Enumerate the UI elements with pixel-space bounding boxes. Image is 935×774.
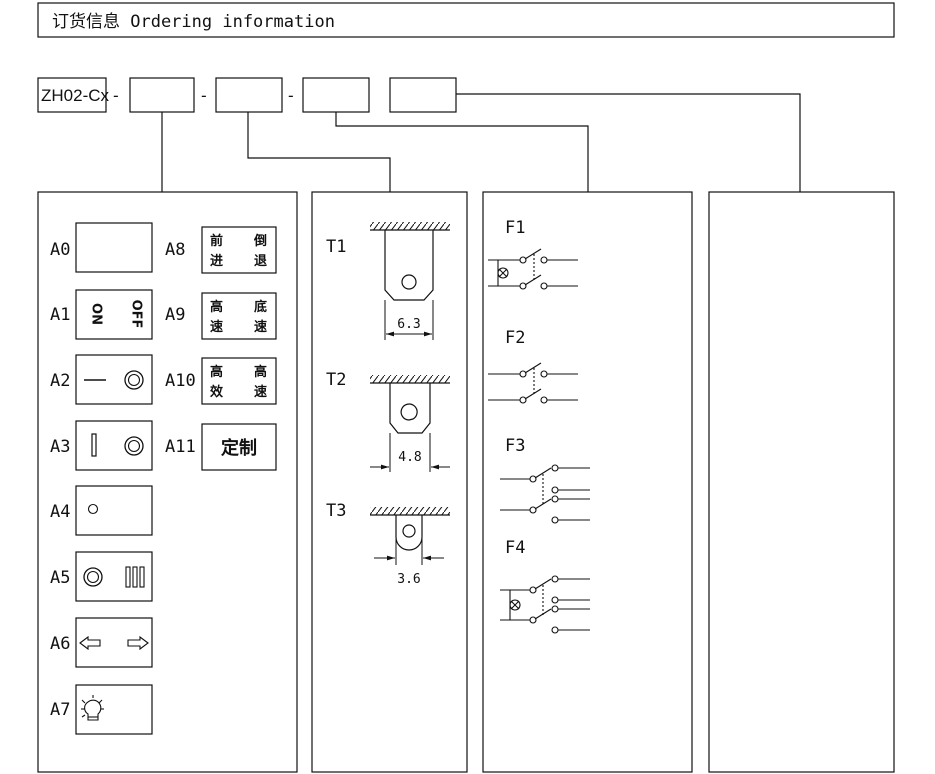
svg-text:速: 速 [254,319,267,335]
actuator-code: A0 [50,240,70,260]
svg-text:高: 高 [210,364,223,380]
actuator-code-box [129,77,195,113]
actuator-code: A11 [165,437,196,457]
svg-text:速: 速 [210,319,223,335]
svg-text:底: 底 [254,299,267,315]
off-label: OFF [129,300,144,329]
terminal-code: T2 [326,370,346,390]
actuator-a11: A11 定制 [165,423,277,471]
circle-symbol-icon [124,370,144,390]
actuator-a1: A1 ON OFF [50,289,153,340]
terminal-panel [311,191,468,773]
separator-3: - [288,86,294,105]
bar-symbol-icon [91,433,97,457]
actuator-a7: A7 [50,684,153,735]
function-panel [482,191,693,773]
terminal-code-box [215,77,283,113]
separator-1: - [113,86,119,105]
actuator-code: A7 [50,700,70,720]
svg-text:倒: 倒 [253,233,267,249]
actuator-panel [37,191,298,773]
svg-text:效: 效 [210,384,224,400]
actuator-a0: A0 [50,222,153,273]
lamp-indicator-icon [497,267,509,279]
model-prefix-box [37,77,107,113]
terminal-dimension: 6.3 [397,317,420,332]
svg-text:前: 前 [210,233,223,249]
function-code: F1 [505,218,525,238]
actuator-code: A5 [50,568,70,588]
actuator-code: A4 [50,502,70,522]
terminal-t3: T3 3.6 [326,501,450,587]
circle-symbol-icon [124,436,144,456]
actuator-a8: A8 前 倒 进 退 [165,226,277,274]
on-label: ON [89,303,104,325]
terminal-dimension: 3.6 [397,572,420,587]
actuator-code: A10 [165,371,196,391]
actuator-code: A9 [165,305,185,325]
actuator-code: A3 [50,437,70,457]
function-f1: F1 [488,218,578,290]
terminal-code: T1 [326,237,346,257]
function-code: F2 [505,328,525,348]
page-title: 订货信息 Ordering information [52,12,335,32]
actuator-code: A6 [50,634,70,654]
dot-symbol-icon [87,503,99,515]
extra-code-box [389,77,457,113]
actuator-a6: A6 [50,617,153,668]
connector-lines [161,93,801,192]
custom-label: 定制 [221,437,257,459]
triple-bar-icon [125,566,145,588]
terminal-t2: T2 4.8 [326,370,450,472]
lamp-icon [81,695,104,721]
actuator-code: A2 [50,371,70,391]
svg-text:退: 退 [254,254,267,269]
actuator-a3: A3 [50,420,153,471]
lamp-indicator-icon [509,599,521,611]
svg-text:速: 速 [254,384,267,400]
actuator-code: A1 [50,305,70,325]
svg-text:高: 高 [210,299,223,315]
function-f2: F2 [488,328,578,404]
actuator-a10: A10 高 高 效 速 [165,357,277,405]
function-code-box [302,77,370,113]
model-prefix: ZH02-Cx [41,86,110,105]
function-code: F4 [505,538,525,558]
arrow-right-icon [127,635,149,651]
separator-2: - [201,86,207,105]
svg-text:进: 进 [210,254,223,269]
actuator-a9: A9 高 底 速 速 [165,292,277,340]
terminal-t1: T1 6.3 [326,222,450,340]
function-code: F3 [505,436,525,456]
terminal-code: T3 [326,501,346,521]
actuator-a2: A2 [50,354,153,405]
circle-symbol-icon [83,567,103,587]
arrow-left-icon [79,635,101,651]
terminal-dimension: 4.8 [398,450,421,465]
actuator-code: A8 [165,240,185,260]
function-f3: F3 [500,436,590,524]
svg-text:高: 高 [254,364,267,380]
actuator-a4: A4 [50,485,153,536]
title-bar [37,2,895,38]
actuator-a5: A5 [50,551,153,602]
function-f4: F4 [500,538,590,634]
extra-panel [708,191,895,773]
